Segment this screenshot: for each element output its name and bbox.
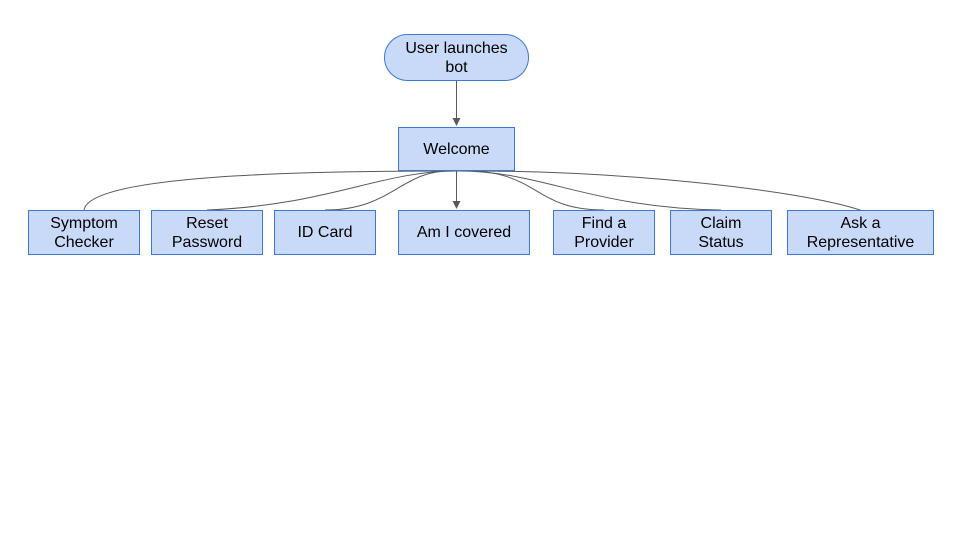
node-label-line: Welcome — [423, 140, 490, 158]
node-label-line: Ask a — [840, 214, 881, 232]
edge-welcome-to-claim-status — [456, 170, 722, 211]
node-label-line: Find a — [581, 214, 627, 232]
node-label-line: Provider — [574, 233, 634, 251]
node-am-i-covered[interactable]: Am I covered — [398, 210, 530, 255]
node-label-line: Reset — [186, 214, 228, 232]
node-label: Ask a Representative — [807, 214, 915, 252]
edge-welcome-to-find-a-provider — [456, 170, 605, 211]
node-reset-password[interactable]: Reset Password — [151, 210, 263, 255]
edge-welcome-to-reset-password — [206, 170, 457, 211]
node-symptom-checker[interactable]: Symptom Checker — [28, 210, 140, 255]
node-label-line: Claim — [700, 214, 742, 232]
node-id-card[interactable]: ID Card — [274, 210, 376, 255]
node-label-line: Representative — [806, 233, 915, 251]
node-label: ID Card — [297, 223, 352, 242]
node-welcome[interactable]: Welcome — [398, 127, 515, 171]
node-label-line: Checker — [54, 233, 114, 251]
node-claim-status[interactable]: Claim Status — [670, 210, 772, 255]
node-label: Reset Password — [172, 214, 242, 252]
edge-welcome-to-ask-a-representative — [456, 170, 861, 211]
node-label-line: ID Card — [297, 224, 353, 241]
node-ask-a-representative[interactable]: Ask a Representative — [787, 210, 934, 255]
node-label-line: Symptom — [50, 214, 118, 232]
node-label-line: User launches — [405, 39, 508, 57]
node-label: Welcome — [423, 140, 489, 159]
node-label-line: Status — [698, 233, 744, 251]
node-label: User launches bot — [405, 39, 507, 77]
node-label-line: bot — [445, 58, 468, 76]
edge-welcome-to-id-card — [324, 170, 457, 211]
node-label: Claim Status — [698, 214, 743, 252]
node-label: Am I covered — [417, 223, 511, 242]
node-label-line: Am I covered — [416, 224, 512, 241]
node-user-launches-bot[interactable]: User launches bot — [384, 34, 529, 81]
edge-welcome-to-symptom-checker — [83, 170, 457, 211]
node-label: Symptom Checker — [50, 214, 118, 252]
node-label-line: Password — [171, 233, 243, 251]
node-label: Find a Provider — [574, 214, 634, 252]
node-find-a-provider[interactable]: Find a Provider — [553, 210, 655, 255]
